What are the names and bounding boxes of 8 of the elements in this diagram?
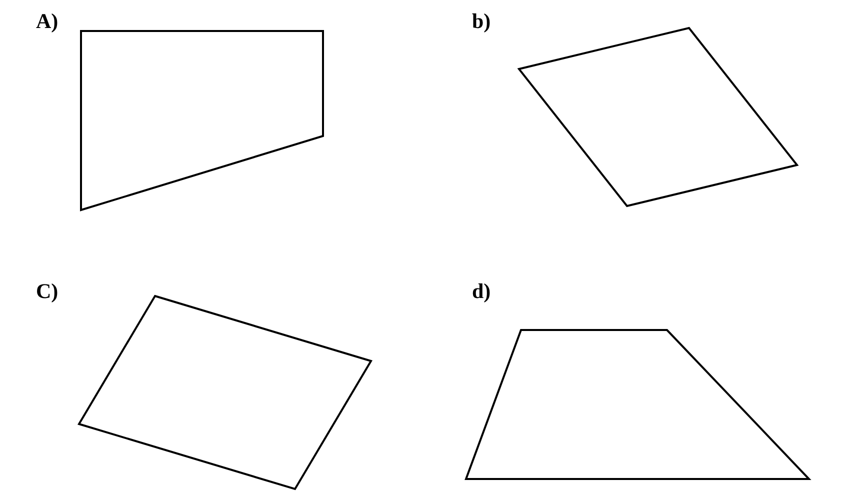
quadrilateral — [465, 329, 810, 480]
quadrilateral — [518, 27, 798, 207]
figure-label: d) — [472, 280, 491, 302]
figure-label: b) — [472, 10, 491, 32]
quadrilateral — [78, 295, 372, 490]
figure-label: A) — [36, 10, 58, 32]
figure-label: C) — [36, 280, 58, 302]
quadrilateral — [80, 30, 324, 211]
